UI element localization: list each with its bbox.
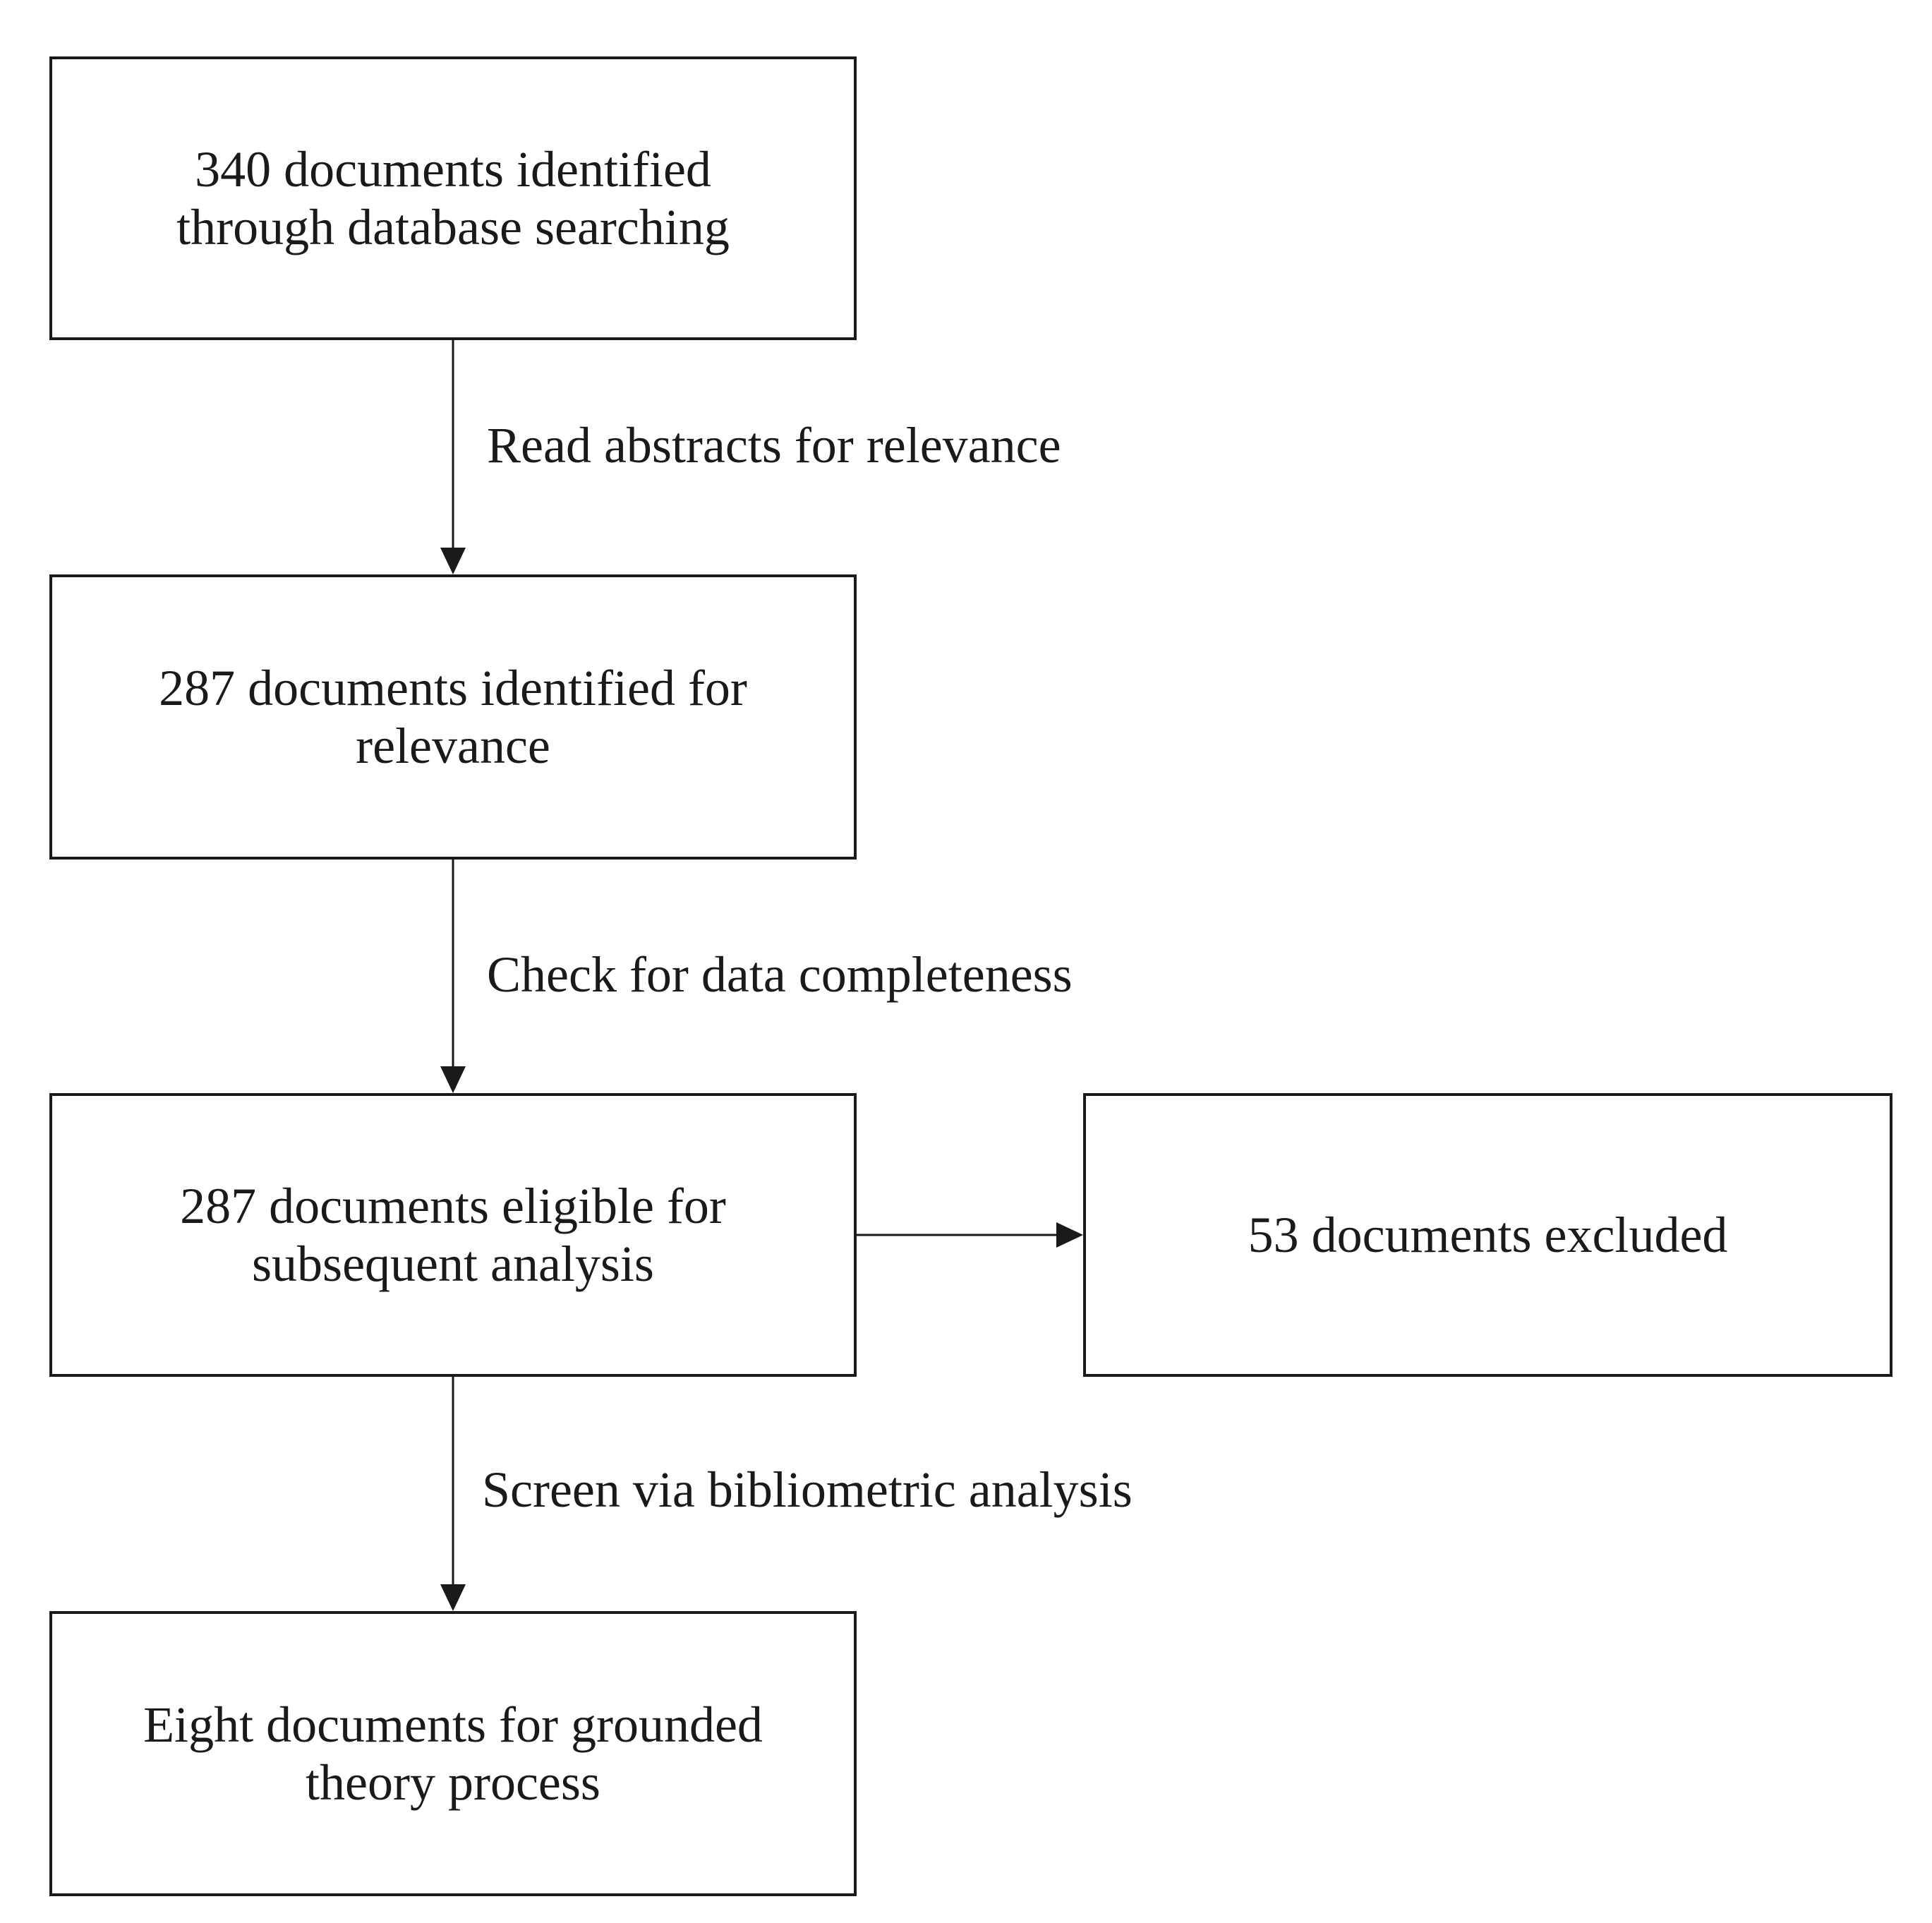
node-grounded-text: Eight documents for grounded theory proc… xyxy=(143,1696,763,1811)
node-excluded-text: 53 documents excluded xyxy=(1248,1207,1728,1263)
node-grounded: Eight documents for grounded theory proc… xyxy=(49,1611,857,1896)
node-eligible: 287 documents eligible for subsequent an… xyxy=(49,1093,857,1377)
edge-label-check-completeness: Check for data completeness xyxy=(487,946,1073,1003)
node-excluded: 53 documents excluded xyxy=(1083,1093,1892,1377)
edge-label-screen-bibliometric: Screen via bibliometric analysis xyxy=(482,1461,1133,1518)
arrowhead-right-icon xyxy=(1056,1222,1083,1248)
node-identified-text: 340 documents identified through databas… xyxy=(176,141,730,255)
edge-label-read-abstracts: Read abstracts for relevance xyxy=(487,417,1061,474)
arrowhead-down-icon xyxy=(440,548,466,574)
node-relevance-text: 287 documents identified for relevance xyxy=(159,660,747,774)
node-identified: 340 documents identified through databas… xyxy=(49,56,857,340)
node-relevance: 287 documents identified for relevance xyxy=(49,574,857,860)
arrowhead-down-icon xyxy=(440,1066,466,1093)
arrowhead-down-icon xyxy=(440,1584,466,1611)
node-eligible-text: 287 documents eligible for subsequent an… xyxy=(180,1178,726,1292)
